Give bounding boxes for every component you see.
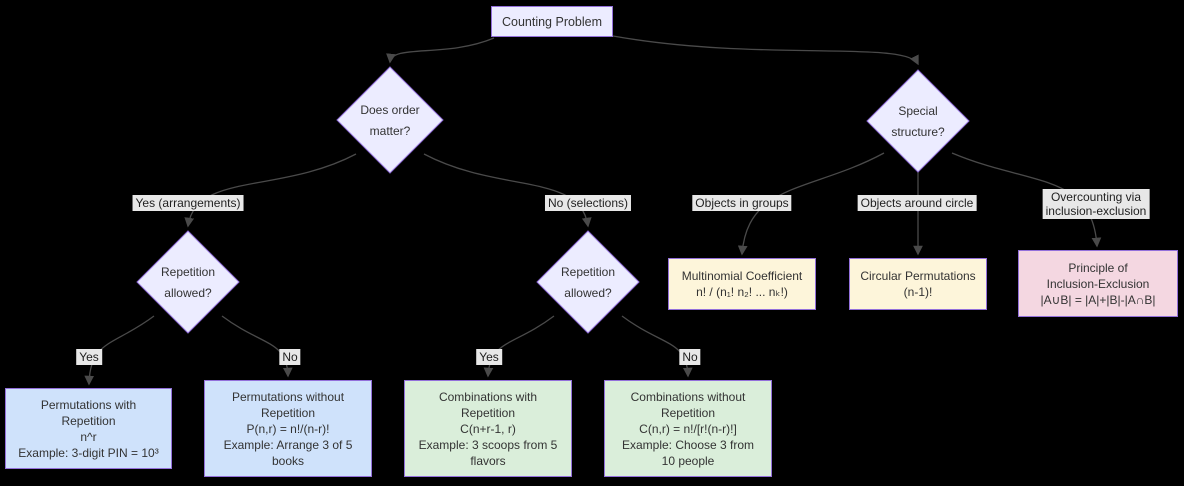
- decision-rep-left-line2: allowed?: [164, 286, 212, 300]
- decision-order-line1: Does order: [360, 103, 420, 117]
- decision-special-line1: Special: [898, 104, 938, 118]
- multinomial-title: Multinomial Coefficient: [681, 269, 803, 283]
- edge-label-objects-in-groups: Objects in groups: [692, 195, 792, 211]
- perm-without-rep-line1: Permutations without: [231, 389, 345, 404]
- node-inclusion-exclusion: Principle of Inclusion-Exclusion |A∪B| =…: [1018, 250, 1178, 317]
- edge-label-rep-right-no: No: [679, 349, 701, 365]
- node-permutations-with-repetition: Permutations with Repetition n^r Example…: [5, 388, 172, 469]
- decision-rep-left-label: Repetition allowed?: [161, 262, 215, 304]
- perm-with-rep-example: Example: 3-digit PIN = 10³: [18, 445, 159, 460]
- comb-without-rep-line2: Repetition: [660, 405, 716, 420]
- comb-without-rep-example1: Example: Choose 3 from: [621, 437, 755, 452]
- decision-rep-left-line1: Repetition: [160, 265, 216, 279]
- edge-order-yes-to-rep-left: [184, 153, 357, 228]
- comb-with-rep-line2: Repetition: [460, 405, 516, 420]
- comb-without-rep-example2: 10 people: [661, 453, 715, 468]
- comb-with-rep-formula: C(n+r-1, r): [460, 421, 516, 436]
- comb-with-rep-example1: Example: 3 scoops from 5: [418, 437, 558, 452]
- decision-rep-right-line1: Repetition: [560, 265, 616, 279]
- perm-with-rep-line2: Repetition: [61, 413, 116, 428]
- edge-label-objects-around-circle: Objects around circle: [857, 195, 977, 211]
- comb-without-rep-formula: C(n,r) = n!/[r!(n-r)!]: [639, 421, 737, 436]
- edge-label-overcounting-line1: Overcounting via: [1050, 190, 1142, 204]
- decision-special-line2: structure?: [891, 125, 945, 139]
- edge-label-rep-left-no: No: [279, 349, 301, 365]
- edge-rep-right-yes-to-comb-with: [483, 315, 555, 378]
- perm-with-rep-formula: n^r: [80, 429, 97, 444]
- edge-rep-right-no-to-comb-without: [621, 315, 693, 378]
- edge-root-to-order: [386, 37, 495, 64]
- perm-without-rep-example1: Example: Arrange 3 of 5: [223, 437, 353, 452]
- pie-title-line2: Inclusion-Exclusion: [1046, 276, 1150, 291]
- comb-with-rep-line1: Combinations with: [438, 389, 538, 404]
- circular-title: Circular Permutations: [860, 269, 976, 283]
- node-counting-problem-label: Counting Problem: [501, 14, 603, 29]
- decision-special-label: Special structure?: [891, 101, 944, 143]
- perm-without-rep-line2: Repetition: [260, 405, 316, 420]
- edge-order-no-to-rep-right: [423, 153, 592, 228]
- decision-order-line2: matter?: [369, 124, 411, 138]
- node-circular-permutations: Circular Permutations (n-1)!: [849, 258, 987, 310]
- node-combinations-without-repetition: Combinations without Repetition C(n,r) =…: [604, 380, 772, 477]
- edge-label-no-selections: No (selections): [544, 195, 632, 211]
- edge-label-overcounting: Overcounting via inclusion-exclusion: [1042, 189, 1150, 219]
- node-multinomial-coefficient: Multinomial Coefficient n! / (n₁! n₂! ..…: [668, 258, 816, 310]
- perm-without-rep-example2: books: [271, 453, 305, 468]
- comb-with-rep-example2: flavors: [470, 453, 506, 468]
- pie-title-line1: Principle of: [1068, 260, 1128, 275]
- node-permutations-without-repetition: Permutations without Repetition P(n,r) =…: [204, 380, 372, 477]
- pie-formula: |A∪B| = |A|+|B|-|A∩B|: [1040, 292, 1156, 307]
- decision-order-label: Does order matter?: [360, 100, 419, 142]
- circular-formula: (n-1)!: [903, 285, 933, 299]
- edge-label-rep-left-yes: Yes: [76, 349, 102, 365]
- edge-label-yes-arrangements: Yes (arrangements): [132, 195, 244, 211]
- multinomial-formula: n! / (n₁! n₂! ... nₖ!): [696, 285, 788, 299]
- node-counting-problem: Counting Problem: [491, 6, 613, 37]
- edge-label-rep-right-yes: Yes: [476, 349, 502, 365]
- edge-label-overcounting-line2: inclusion-exclusion: [1045, 204, 1147, 218]
- edge-rep-left-no-to-perm-without: [221, 315, 293, 378]
- perm-without-rep-formula: P(n,r) = n!/(n-r)!: [246, 421, 330, 436]
- decision-rep-right-label: Repetition allowed?: [561, 262, 615, 304]
- decision-rep-right-line2: allowed?: [564, 286, 612, 300]
- edge-root-to-special: [612, 35, 919, 66]
- comb-without-rep-line1: Combinations without: [630, 389, 746, 404]
- node-combinations-with-repetition: Combinations with Repetition C(n+r-1, r)…: [404, 380, 572, 477]
- perm-with-rep-line1: Permutations with: [40, 397, 137, 412]
